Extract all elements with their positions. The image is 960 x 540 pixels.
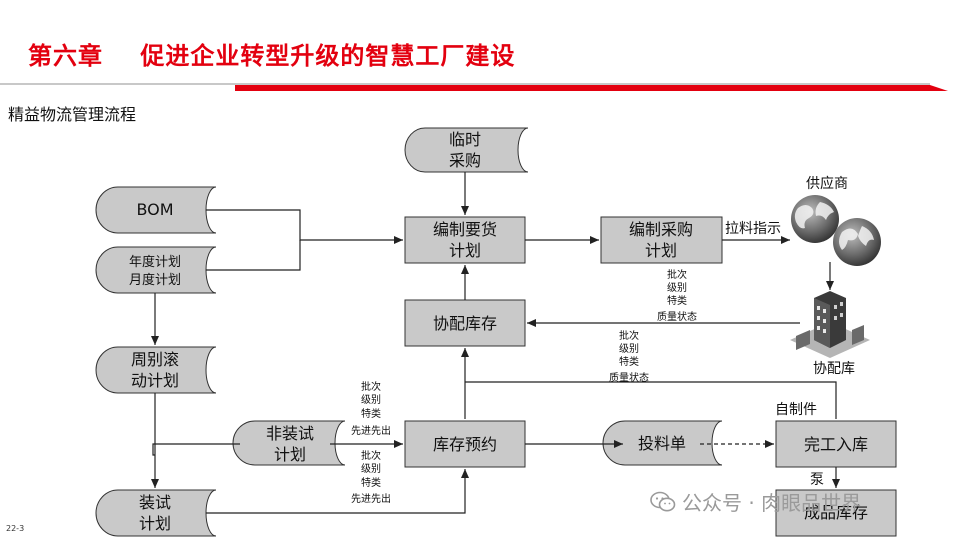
svg-text:级别: 级别 — [361, 463, 381, 475]
warehouse-attributes: 批次 级别 特类 质量状态 — [609, 329, 649, 384]
svg-text:年度计划: 年度计划 — [129, 254, 181, 270]
svg-text:临时: 临时 — [449, 130, 481, 149]
wechat-icon — [650, 491, 676, 512]
demand-plan-box: 编制要货 计划 — [404, 216, 526, 264]
svg-text:质量状态: 质量状态 — [657, 310, 697, 323]
svg-text:周别滚: 周别滚 — [131, 350, 179, 369]
temp-purchase-node: 临时 采购 — [404, 127, 529, 173]
svg-text:编制要货: 编制要货 — [433, 220, 497, 239]
svg-text:编制采购: 编制采购 — [629, 220, 693, 239]
stock-reservation-box: 库存预约 — [404, 420, 526, 468]
svg-text:级别: 级别 — [361, 394, 381, 406]
coordination-warehouse-label: 协配库 — [813, 361, 855, 377]
purchase-attributes: 批次 级别 特类 质量状态 — [657, 268, 697, 323]
svg-text:计划: 计划 — [274, 445, 306, 464]
svg-text:批次: 批次 — [667, 268, 687, 281]
supplier-label: 供应商 — [806, 175, 848, 192]
pull-instruction-label: 拉料指示 — [725, 221, 781, 237]
watermark-text: 公众号 · 肉眼品世界 — [682, 491, 862, 515]
svg-text:投料单: 投料单 — [638, 434, 686, 453]
completion-stock-box: 完工入库 — [775, 420, 897, 468]
coordination-stock-box: 协配库存 — [404, 299, 526, 347]
svg-text:完工入库: 完工入库 — [804, 435, 868, 454]
svg-text:特类: 特类 — [361, 476, 381, 489]
globe-icon — [833, 218, 881, 266]
svg-text:质量状态: 质量状态 — [609, 371, 649, 384]
self-made-label: 自制件 — [775, 402, 817, 418]
globe-icon — [791, 195, 839, 243]
purchase-plan-box: 编制采购 计划 — [600, 216, 723, 264]
svg-text:特类: 特类 — [361, 407, 381, 420]
weekly-rolling-plan-node: 周别滚 动计划 — [95, 346, 217, 394]
svg-text:非装试: 非装试 — [266, 424, 314, 443]
svg-text:特类: 特类 — [667, 294, 687, 307]
watermark: 公众号 · 肉眼品世界 — [650, 487, 861, 516]
svg-text:计划: 计划 — [139, 514, 171, 533]
svg-text:特类: 特类 — [619, 355, 639, 368]
svg-text:先进先出: 先进先出 — [351, 424, 391, 437]
svg-text:成品库存: 成品库存 — [804, 503, 868, 522]
svg-text:先进先出: 先进先出 — [351, 492, 391, 505]
bom-node: BOM — [95, 186, 217, 234]
issue-order-node: 投料单 — [602, 420, 723, 466]
pump-label: 泵 — [810, 472, 824, 488]
svg-text:月度计划: 月度计划 — [129, 272, 181, 288]
svg-text:动计划: 动计划 — [131, 371, 179, 390]
page-subtitle: 精益物流管理流程 — [8, 105, 137, 124]
svg-text:BOM: BOM — [136, 200, 173, 219]
svg-text:库存预约: 库存预约 — [433, 435, 497, 454]
assembly-attributes: 批次 级别 特类 先进先出 — [351, 449, 391, 505]
finished-stock-box: 成品库存 — [775, 489, 897, 537]
svg-text:装试: 装试 — [139, 493, 171, 512]
svg-text:采购: 采购 — [449, 151, 481, 170]
connectors — [151, 172, 840, 514]
yearly-monthly-plan-node: 年度计划 月度计划 — [95, 246, 217, 294]
non-assembly-attributes: 批次 级别 特类 先进先出 — [351, 380, 391, 437]
assembly-test-plan-node: 装试 计划 — [95, 489, 217, 537]
page-title: 第六章 促进企业转型升级的智慧工厂建设 — [28, 42, 516, 70]
svg-text:批次: 批次 — [361, 380, 381, 393]
svg-text:批次: 批次 — [619, 329, 639, 342]
svg-text:批次: 批次 — [361, 449, 381, 462]
svg-text:级别: 级别 — [619, 343, 639, 355]
svg-text:协配库存: 协配库存 — [433, 314, 497, 333]
svg-text:级别: 级别 — [667, 282, 687, 294]
svg-text:计划: 计划 — [449, 241, 481, 260]
warehouse-building-icon — [790, 291, 870, 358]
non-assembly-plan-node: 非装试 计划 — [232, 420, 346, 466]
slide-number: 22-3 — [6, 524, 25, 533]
svg-text:计划: 计划 — [645, 241, 677, 260]
